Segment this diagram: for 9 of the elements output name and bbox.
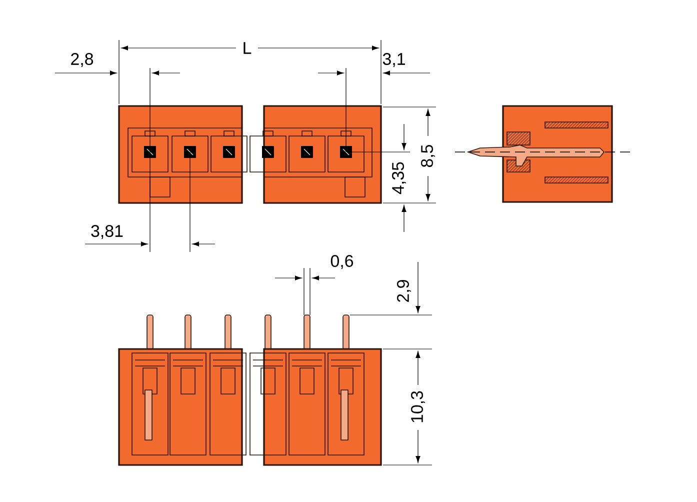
dimension-label: 10,3 bbox=[411, 391, 425, 422]
dimension-label: 2,9 bbox=[397, 280, 411, 302]
dimension-label: 2,8 bbox=[71, 53, 94, 67]
dimension-label: 0,6 bbox=[330, 255, 354, 269]
dimension-label: 4,35 bbox=[392, 162, 406, 194]
dimension-label: 8,5 bbox=[421, 144, 435, 168]
dimension-label: L bbox=[244, 42, 252, 54]
dimension-label: 3,1 bbox=[382, 53, 405, 67]
dimension-label: 3,81 bbox=[91, 225, 123, 239]
